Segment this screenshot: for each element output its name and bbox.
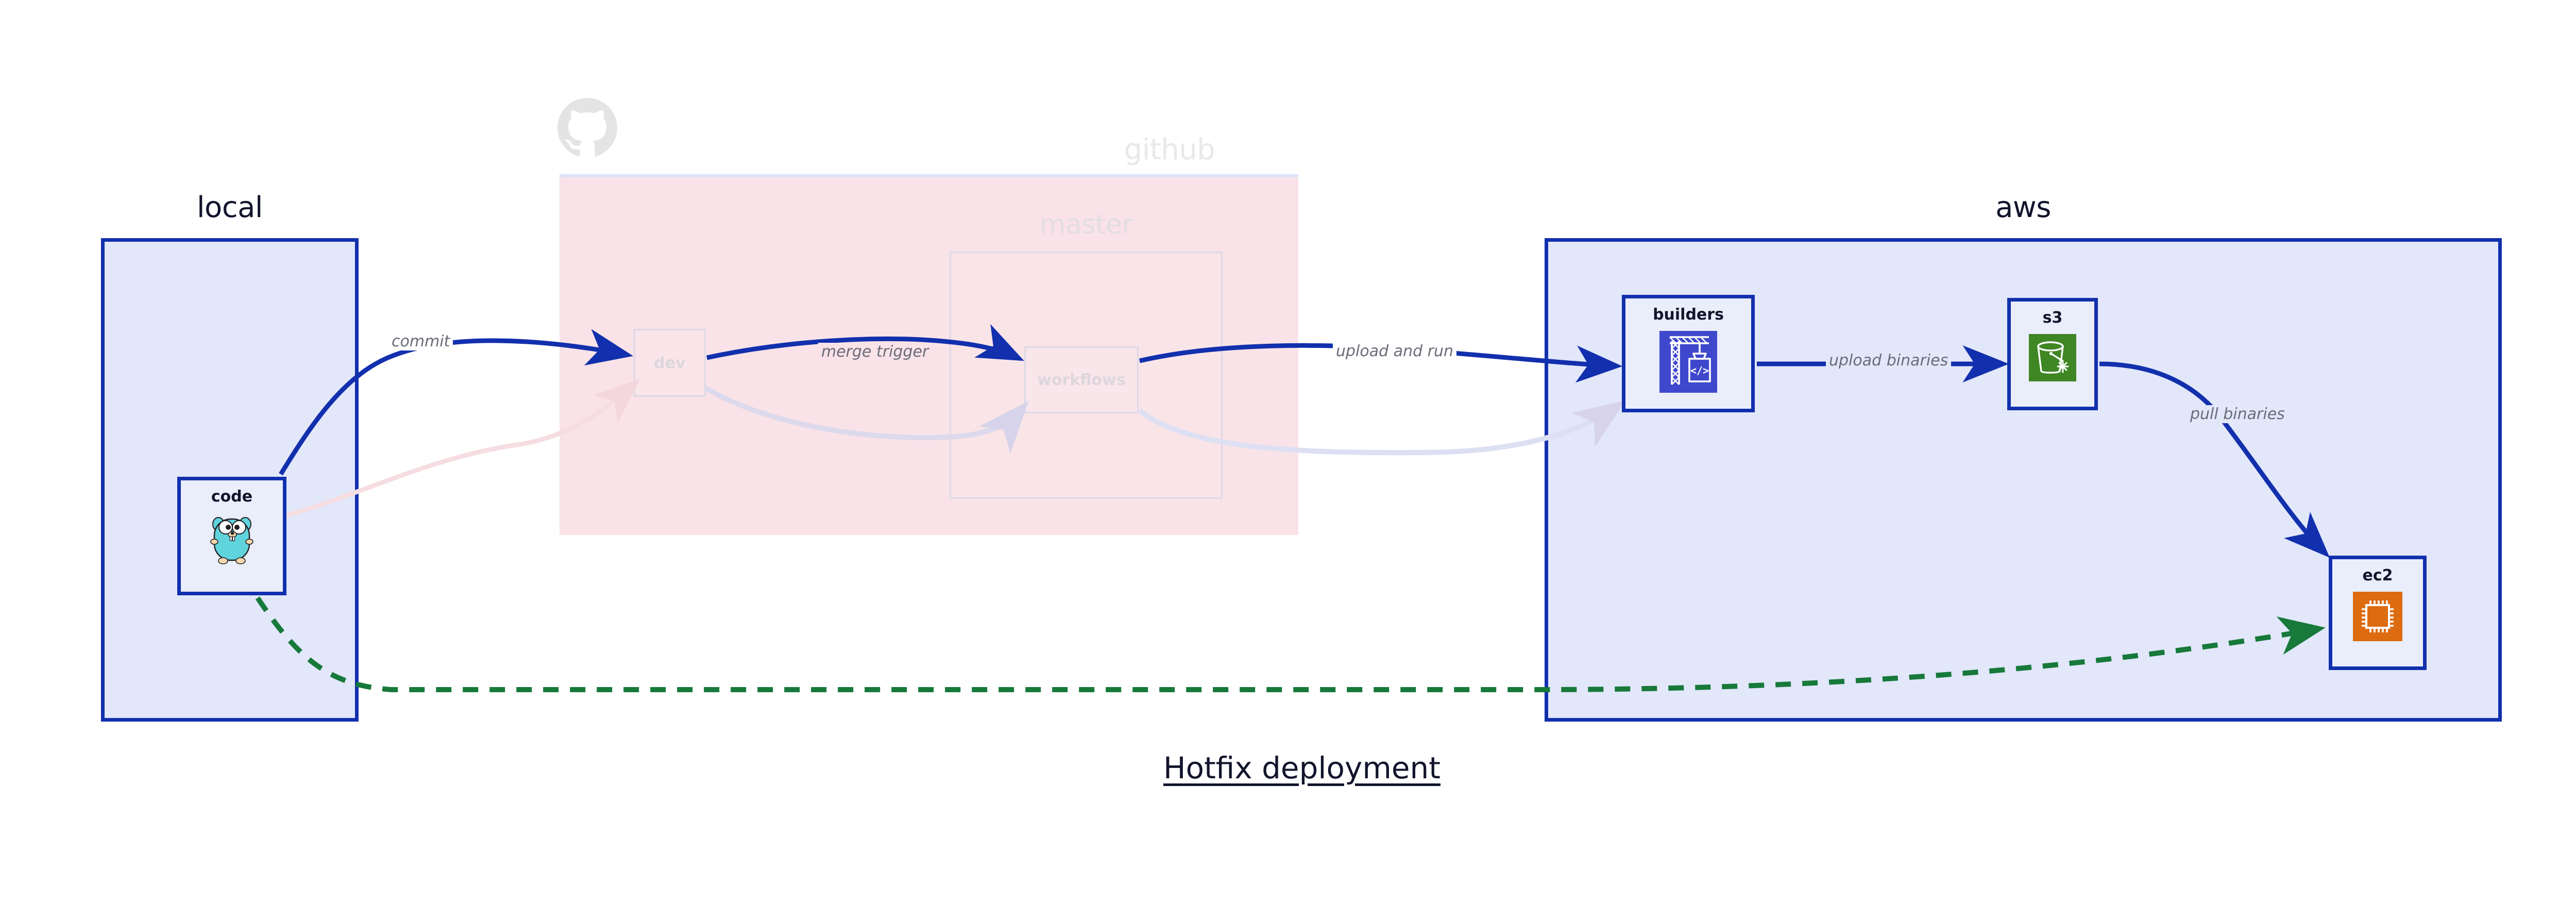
node-code[interactable]: code (177, 477, 286, 595)
edge-label-merge-trigger: merge trigger (818, 343, 932, 361)
aws-codebuild-crane-icon: </> (1659, 331, 1717, 393)
svg-text:</>: </> (1690, 364, 1709, 377)
aws-ec2-cpu-icon (2353, 592, 2402, 641)
edge-label-pull-binaries: pull binaries (2187, 405, 2288, 423)
node-builders-label: builders (1653, 306, 1724, 324)
github-octocat-icon (557, 98, 617, 158)
group-github-title: github (1124, 133, 1215, 166)
edge-label-upload-binaries: upload binaries (1826, 352, 1952, 370)
node-code-label: code (211, 488, 253, 506)
go-gopher-icon (208, 513, 256, 566)
diagram-caption: Hotfix deployment (1163, 750, 1441, 786)
group-aws-title: aws (1995, 191, 2051, 224)
node-dev-label: dev (654, 354, 686, 372)
group-master-title: master (1039, 209, 1133, 240)
node-dev[interactable]: dev (634, 329, 706, 397)
node-workflows[interactable]: workflows (1024, 346, 1139, 413)
group-local-title: local (197, 191, 263, 224)
node-ec2-label: ec2 (2362, 566, 2393, 584)
edge-label-upload-and-run: upload and run (1333, 342, 1457, 360)
node-workflows-label: workflows (1037, 371, 1126, 389)
edge-label-commit: commit (388, 332, 453, 350)
node-ec2[interactable]: ec2 (2329, 556, 2427, 670)
node-builders[interactable]: builders (1622, 295, 1755, 412)
aws-s3-bucket-icon (2029, 334, 2076, 381)
node-s3-label: s3 (2042, 309, 2063, 327)
node-s3[interactable]: s3 (2007, 298, 2098, 410)
group-master (950, 252, 1223, 499)
